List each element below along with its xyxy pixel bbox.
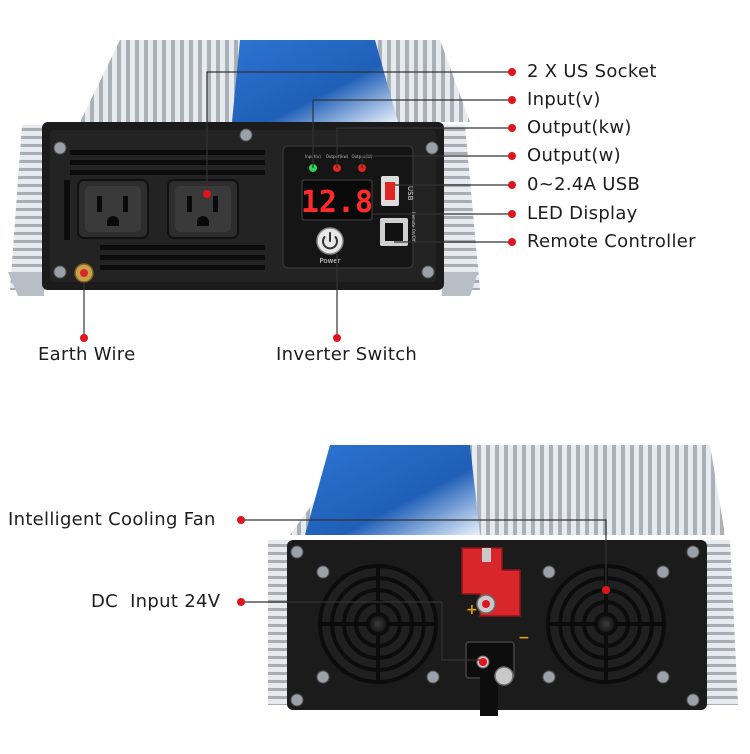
dc-positive-terminal[interactable] — [461, 547, 521, 617]
rear-callout-lines — [241, 519, 607, 661]
us-socket-left — [77, 179, 149, 239]
vent-slot — [64, 180, 70, 240]
screw — [686, 693, 700, 707]
usb-port-text: USB — [406, 186, 414, 201]
label-output-w: Output(w) — [527, 145, 621, 166]
label-cooling-fan: Intelligent Cooling Fan — [8, 509, 216, 530]
screw — [425, 141, 439, 155]
front-side-fins-right — [442, 125, 480, 290]
screw — [426, 670, 440, 684]
label-us-socket: 2 X US Socket — [527, 61, 657, 82]
front-side-fins-left — [10, 125, 45, 290]
negative-sign: − — [518, 630, 530, 646]
screw — [421, 265, 435, 279]
label-input: Input(v) — [527, 89, 601, 110]
cooling-fan-left — [318, 564, 438, 684]
screw — [656, 670, 670, 684]
front-inverter: Input(v) Output(kw) Output(W) 12.8 USB R… — [8, 40, 480, 296]
screw — [53, 265, 67, 279]
earth-wire-terminal[interactable] — [74, 263, 94, 283]
front-callout-lines — [83, 71, 512, 338]
rear-inverter: + − — [268, 445, 738, 716]
screw — [686, 545, 700, 559]
label-inverter-switch: Inverter Switch — [276, 344, 418, 365]
screw — [290, 545, 304, 559]
label-output-kw: Output(kw) — [527, 117, 632, 138]
label-led-display: LED Display — [527, 203, 638, 224]
positive-sign: + — [466, 602, 478, 618]
dc-negative-terminal[interactable] — [465, 641, 515, 716]
rear-blue-label — [305, 445, 480, 535]
front-blue-label — [232, 40, 398, 122]
front-callout-dots — [80, 68, 516, 342]
screw — [316, 670, 330, 684]
rear-side-fins-left — [268, 540, 290, 705]
power-icon — [322, 232, 338, 250]
rear-side-fins-right — [705, 540, 738, 705]
led-display — [301, 179, 373, 221]
screw — [290, 693, 304, 707]
vent-slot — [100, 245, 265, 250]
front-foot-right — [442, 272, 478, 296]
screw — [656, 565, 670, 579]
screw — [542, 565, 556, 579]
screw — [239, 128, 253, 142]
label-remote: Remote Controller — [527, 231, 696, 252]
us-socket-right — [167, 179, 239, 239]
power-button-text: Power — [319, 257, 340, 265]
vent-slot — [100, 255, 265, 260]
rear-callout-dots — [237, 516, 610, 666]
vent-slot — [70, 170, 265, 175]
screw — [53, 141, 67, 155]
vent-slot — [100, 265, 265, 270]
screw — [316, 565, 330, 579]
remote-jack-text: Remote On/Off — [411, 212, 416, 242]
front-foot-left — [8, 272, 44, 296]
vent-slot — [70, 160, 265, 165]
screw — [542, 670, 556, 684]
vent-slot — [70, 150, 265, 155]
label-earth-wire: Earth Wire — [38, 344, 136, 365]
label-usb: 0~2.4A USB — [527, 174, 641, 195]
label-dc-input: DC Input 24V — [91, 591, 221, 612]
led-display-value: 12.8 — [301, 185, 373, 220]
